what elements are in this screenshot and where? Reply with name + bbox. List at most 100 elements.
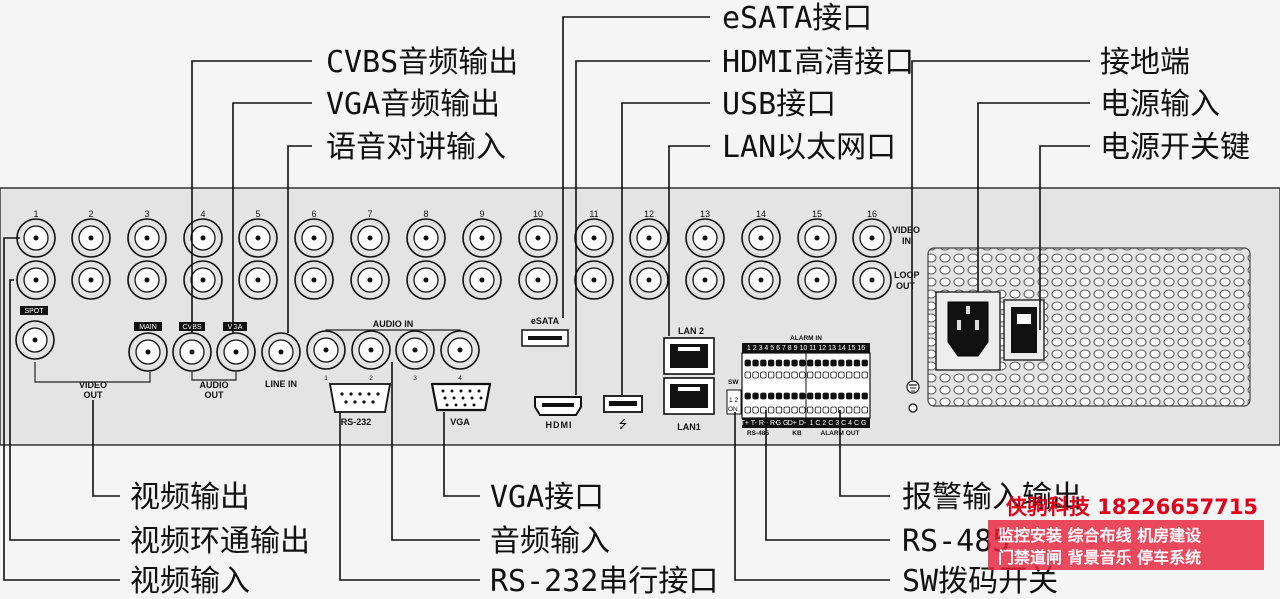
alarm-in-terminal: [853, 371, 861, 379]
callout-rs232-port: RS-232串行接口: [490, 564, 718, 599]
callout-power-switch: 电源开关键: [1100, 130, 1250, 165]
power-switch-rocker: [1011, 307, 1037, 353]
alarm-out-terminal: [822, 392, 829, 400]
alarm-in-terminal: [838, 359, 845, 367]
leader-video-loop: [9, 279, 120, 541]
lan2-contacts: [678, 347, 700, 351]
callout-lan: LAN以太网口: [722, 130, 896, 165]
alarm-out-terminal: [775, 406, 783, 414]
channel-number: 12: [644, 209, 654, 219]
channel-number: 14: [756, 209, 766, 219]
alarm-terminal-block: [741, 352, 871, 419]
alarm-in-terminal: [783, 359, 790, 367]
video-in-bnc: [71, 218, 111, 258]
alarm-in-terminal: [846, 371, 853, 379]
video-in-bnc: [127, 218, 167, 258]
alarm-out-terminal: [791, 406, 798, 414]
callout-vga-audio: VGA音频输出: [326, 87, 500, 122]
alarm-out-terminal: [861, 392, 868, 400]
loop-out-bnc: [71, 260, 111, 300]
alarm-in-terminal: [760, 359, 767, 367]
audio-in-bnc: [395, 330, 435, 370]
alarm-out-terminal: [791, 392, 798, 400]
loop-out-bnc: [574, 260, 614, 300]
audio-in-bnc: [440, 330, 480, 370]
inlet-pin-right: [975, 320, 979, 330]
spot-bnc: [15, 320, 55, 360]
alarm-in-terminal: [752, 359, 759, 367]
callout-usb: USB接口: [722, 87, 836, 122]
video-in-bnc: [294, 218, 334, 258]
video-in-bnc: [238, 218, 278, 258]
loop-out-label-line2: OUT: [896, 281, 916, 291]
loop-out-bnc: [462, 260, 502, 300]
loop-out-bnc: [406, 260, 446, 300]
vga-audio-bnc: [216, 332, 256, 372]
loop-out-bnc: [852, 260, 892, 300]
loop-out-bnc: [16, 260, 56, 300]
audio-out-bracket: [191, 372, 237, 381]
channel-number: 4: [200, 209, 205, 219]
alarm-in-terminal: [846, 359, 853, 367]
alarm-in-terminal: [814, 371, 822, 379]
lan1-label: LAN1: [677, 422, 701, 432]
g-pins-label: G G: [776, 420, 789, 427]
channel-number: 8: [423, 209, 428, 219]
alarm-in-terminal: [861, 359, 868, 367]
channel-number: 6: [311, 209, 316, 219]
alarm-out-number-strip: [742, 418, 870, 428]
alarm-in-terminal: [768, 359, 775, 367]
esata-label: eSATA: [531, 316, 560, 326]
channel-number: 16: [867, 209, 877, 219]
loop-out-bnc: [127, 260, 167, 300]
callout-video-out: 视频输出: [130, 480, 250, 515]
leader-rs485: [765, 410, 890, 541]
loop-out-bnc: [294, 260, 334, 300]
video-out-label-line2: OUT: [84, 390, 104, 400]
alarm-in-terminal: [760, 371, 767, 379]
loop-out-bnc: [518, 260, 558, 300]
line-in-label: LINE IN: [265, 379, 297, 389]
alarm-out-terminal: [744, 392, 751, 400]
alarm-in-terminal: [861, 371, 868, 379]
video-in-bnc: [629, 218, 669, 258]
alarm-in-terminal: [807, 359, 814, 367]
video-in-label-line2: IN: [902, 236, 911, 246]
video-in-bnc: [406, 218, 446, 258]
alarm-out-terminal: [814, 392, 822, 400]
alarm-out-terminal: [752, 392, 759, 400]
alarm-out-terminal: [853, 392, 861, 400]
alarm-out-terminal: [783, 392, 790, 400]
kb-pins-label: D+ D-: [788, 420, 807, 427]
leader-cvbs-audio: [191, 60, 312, 333]
leader-vga-audio: [232, 102, 312, 333]
spot-label-box: [20, 306, 48, 315]
inlet-pin-left: [957, 320, 961, 330]
alarm-out-terminal: [861, 406, 868, 414]
channel-number: 1: [33, 209, 38, 219]
leader-video-in: [3, 237, 120, 581]
channel-number: 13: [700, 209, 710, 219]
line-in-bnc: [261, 332, 301, 372]
channel-number: 7: [367, 209, 372, 219]
video-in-bnc: [852, 218, 892, 258]
callout-ground: 接地端: [1100, 45, 1190, 80]
hdmi-port-slot: [542, 403, 574, 407]
video-in-bnc: [741, 218, 781, 258]
vga-small-label: VGA: [228, 324, 243, 331]
loop-out-bnc: [350, 260, 390, 300]
loop-out-bnc: [629, 260, 669, 300]
power-switch-indicator: [1017, 314, 1031, 324]
lan1-contacts: [678, 387, 700, 391]
video-in-bnc: [350, 218, 390, 258]
video-in-bnc: [16, 218, 56, 258]
inlet-pin-ground: [966, 306, 970, 314]
channel-numbers: 1 2 3 4 5 6 7 8 9 10 11 12 13 14 15 16: [33, 209, 877, 219]
alarm-out-terminal: [760, 392, 767, 400]
callout-esata: eSATA接口: [722, 1, 872, 36]
video-in-bnc: [462, 218, 502, 258]
callout-intercom: 语音对讲输入: [326, 130, 506, 165]
alarm-out-terminal: [822, 406, 829, 414]
watermark-box: [988, 520, 1264, 570]
